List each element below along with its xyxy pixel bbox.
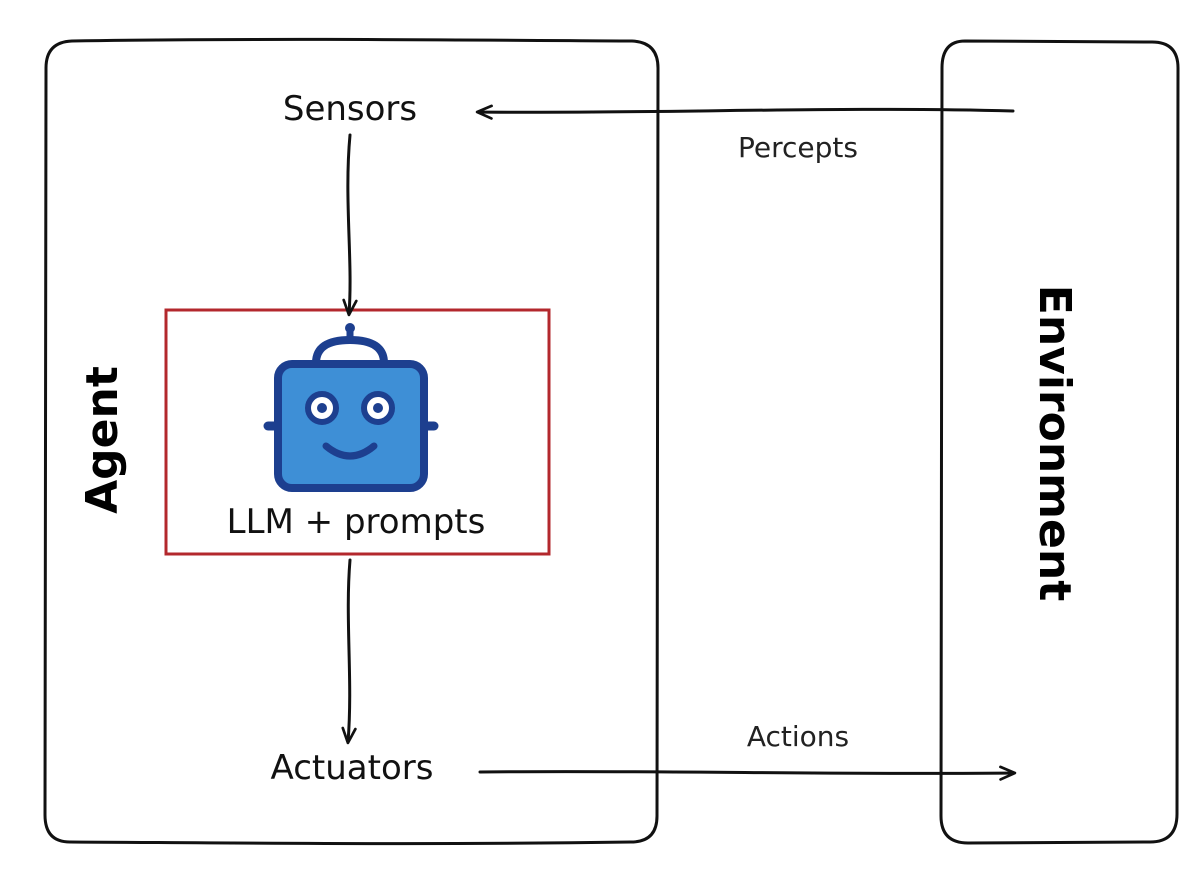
actions-label: Actions bbox=[747, 720, 849, 753]
environment-box bbox=[939, 39, 1180, 845]
percepts-label: Percepts bbox=[738, 131, 858, 164]
sensors-label: Sensors bbox=[283, 89, 417, 129]
robot-icon bbox=[263, 323, 439, 492]
sensors-to-llm-arrow bbox=[342, 133, 358, 317]
agent-box bbox=[43, 37, 660, 846]
environment-title: Environment bbox=[1029, 285, 1080, 601]
actions-arrow bbox=[478, 765, 1017, 781]
llm-to-actuators-arrow bbox=[341, 558, 357, 745]
llm-core-label: LLM + prompts bbox=[227, 502, 486, 542]
agent-title: Agent bbox=[77, 366, 128, 514]
actuators-label: Actuators bbox=[271, 748, 434, 788]
percepts-arrow bbox=[475, 104, 1015, 120]
